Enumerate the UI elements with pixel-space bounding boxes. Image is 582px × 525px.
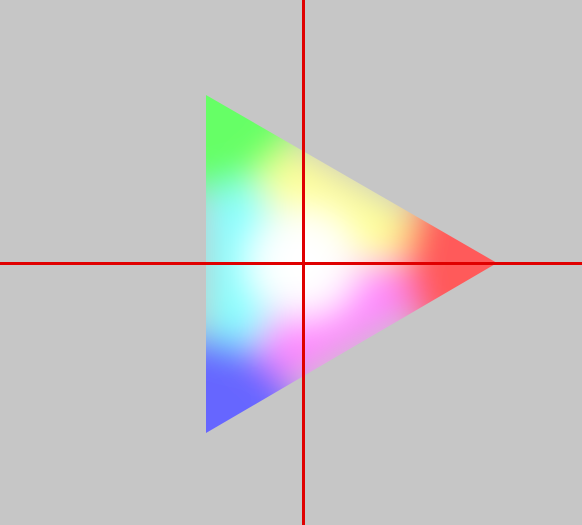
- triangle-vertex-bottom: [206, 338, 301, 433]
- color-triangle: [206, 95, 497, 433]
- triangle-vertex-top: [206, 95, 301, 190]
